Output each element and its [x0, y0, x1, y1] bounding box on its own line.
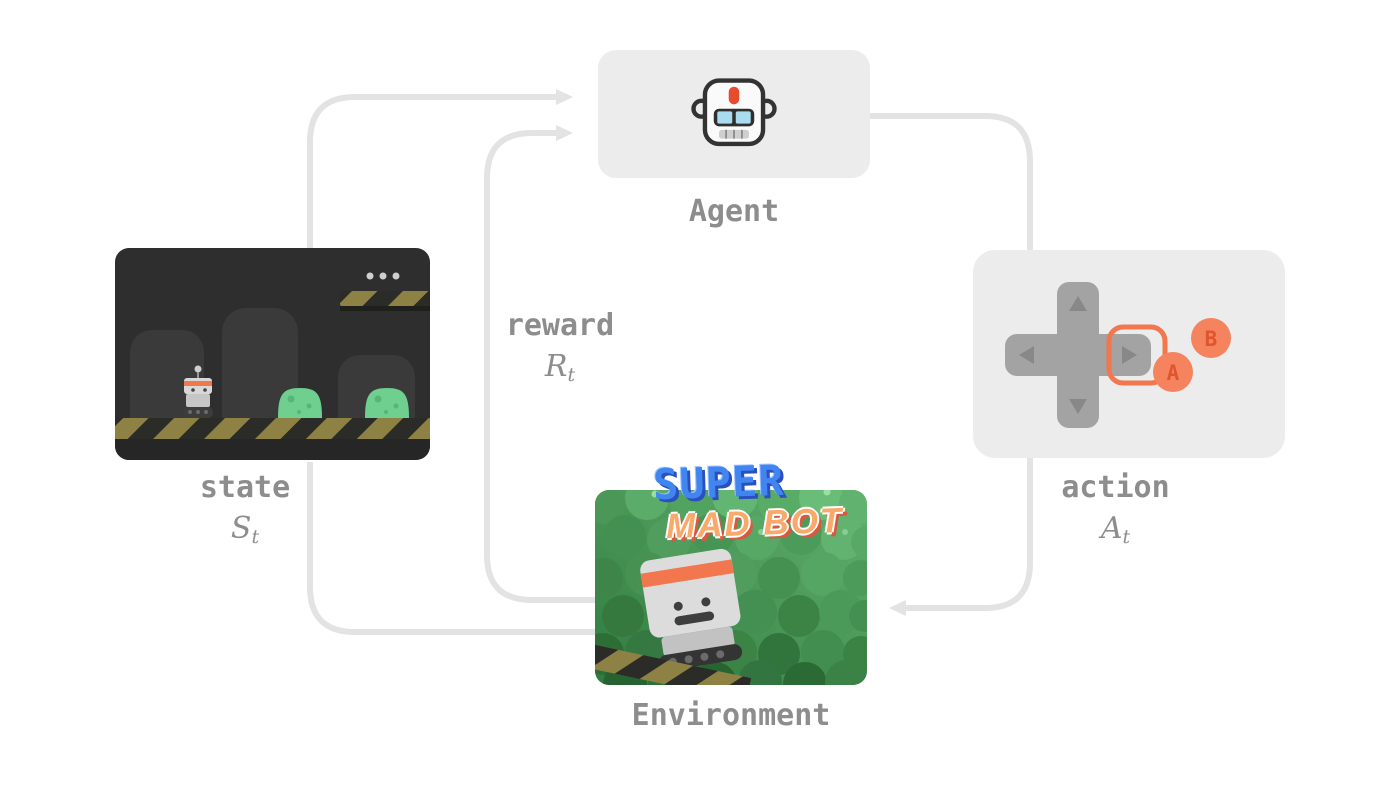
robot-head-icon [691, 78, 777, 147]
cover-title-super: SUPER [652, 455, 786, 510]
state-screenshot [115, 248, 430, 460]
cover-hazard-stripe [595, 641, 752, 685]
gamepad-icon: B A [1005, 282, 1231, 428]
hazard-floor [115, 418, 430, 460]
reward-symbol: Rt [544, 348, 576, 386]
cover-robot-sprite [640, 548, 743, 671]
slime-enemy-sprite [278, 388, 322, 418]
button-b: B [1191, 318, 1231, 358]
window-dots-icon [366, 272, 400, 280]
environment-label: Environment [631, 698, 831, 733]
agent-node [598, 50, 870, 178]
slime-enemy-sprite [365, 388, 409, 418]
svg-text:A: A [1167, 361, 1180, 385]
action-node: B A [973, 250, 1285, 458]
state-symbol: St [230, 510, 260, 548]
agent-label: Agent [688, 194, 780, 229]
svg-text:B: B [1205, 327, 1218, 351]
arrow-state-to-agent [307, 89, 573, 250]
dpad-icon [1005, 282, 1168, 428]
reward-label: reward Rt [455, 306, 665, 388]
action-label-text: action [1061, 470, 1170, 505]
arrow-action-to-env [889, 456, 1033, 616]
state-label-text: state [199, 470, 291, 505]
action-label: action At [973, 468, 1258, 550]
environment-cover [595, 490, 867, 685]
reward-label-text: reward [505, 308, 615, 343]
arrow-reward-env-to-agent [484, 125, 600, 603]
line-env-to-state [307, 462, 597, 635]
line-agent-to-action [868, 113, 1033, 252]
cover-title-madbot: MAD BOT [665, 500, 844, 547]
state-label: state St [115, 468, 375, 550]
button-a: A [1153, 352, 1193, 392]
player-robot-sprite [183, 365, 213, 418]
hazard-platform [340, 291, 430, 311]
action-symbol: At [1100, 510, 1131, 548]
